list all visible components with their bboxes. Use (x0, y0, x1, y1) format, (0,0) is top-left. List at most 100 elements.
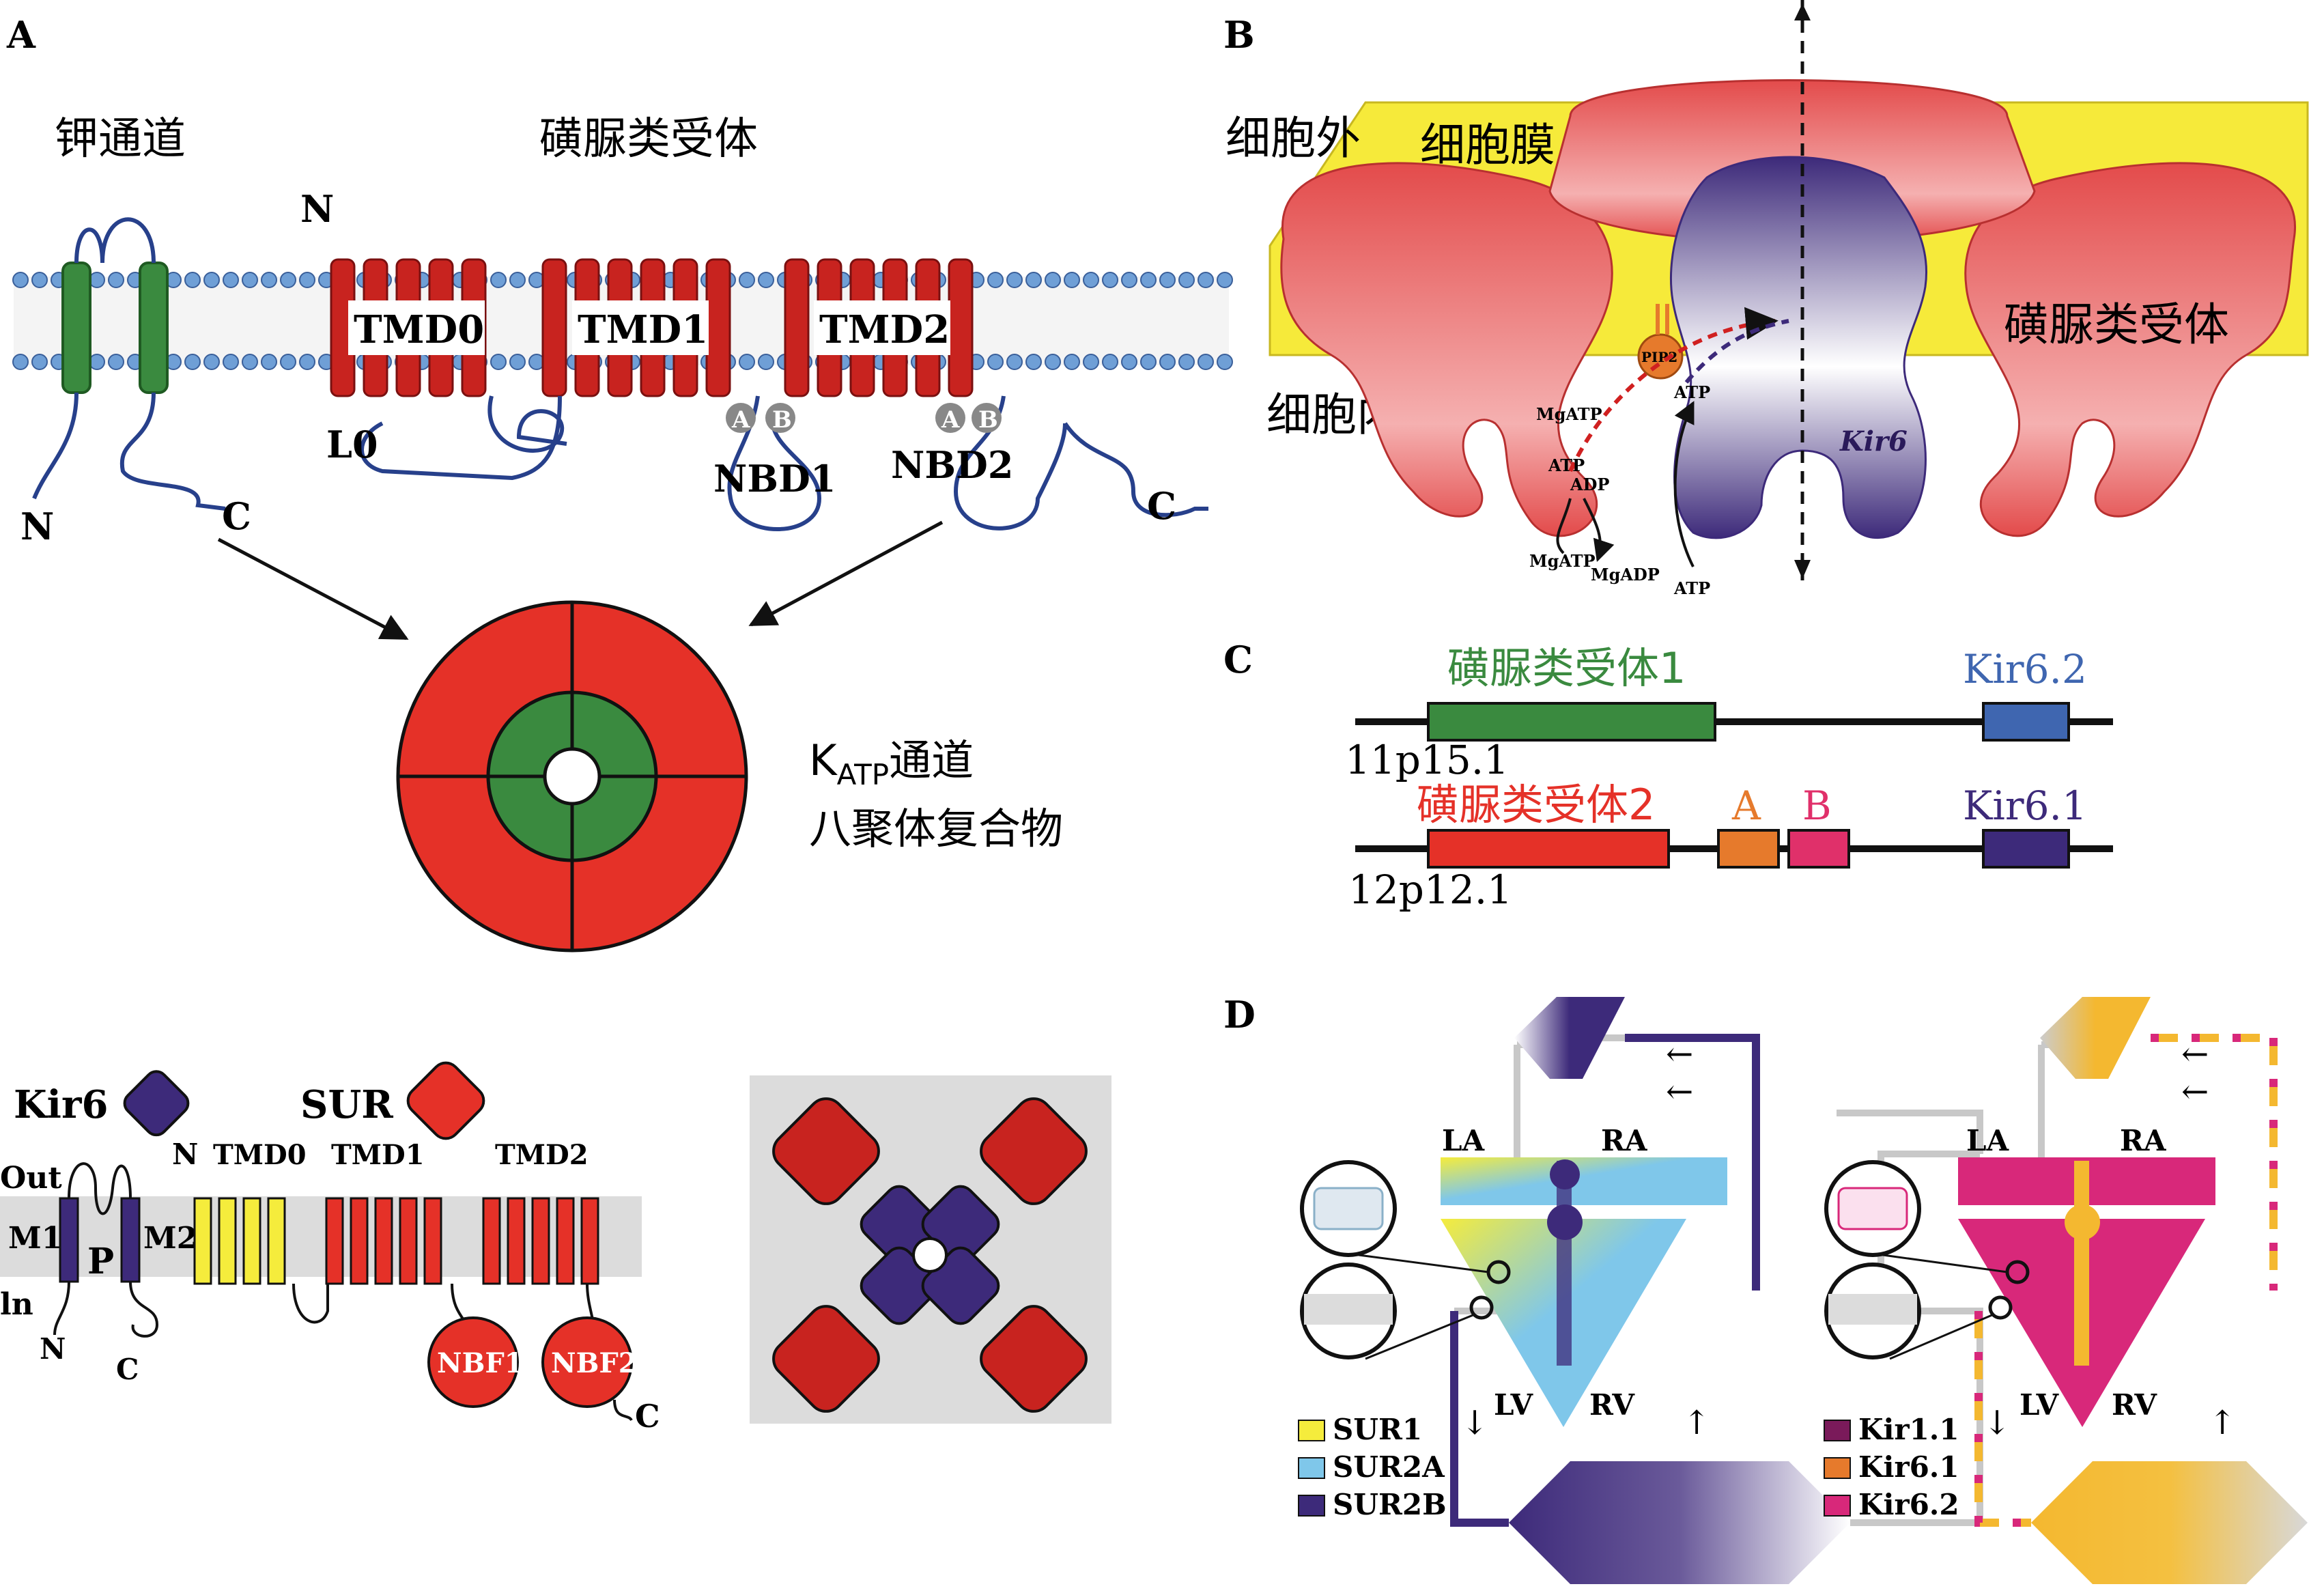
la-label-left: LA (1442, 1124, 1486, 1157)
potassium-channel-title: 钾通道 (55, 114, 186, 165)
tmd1-label: TMD1 (578, 307, 708, 352)
nucleotide-exchange-arrows (1556, 498, 1600, 560)
mgatp-label-site: MgATP (1536, 404, 1602, 424)
katp-octamer-diagram (396, 600, 748, 953)
n-terminus-sur: N (300, 187, 334, 231)
legend-kir61: Kir6.1 (1858, 1450, 1959, 1484)
kir6-key-icon (123, 1070, 190, 1137)
arrow-down-right-d: ↓ (1983, 1404, 2011, 1442)
panel-c-label: C (1223, 638, 1253, 681)
mgatp-label-out: MgATP (1529, 551, 1596, 571)
m2-label: M2 (143, 1221, 197, 1256)
sur-topology-loops (292, 1283, 595, 1332)
nbd1-sites: A B (726, 403, 795, 434)
k-channel-helices (32, 217, 226, 511)
arrow-up-left-d2: ← (1666, 1073, 1693, 1111)
nbf2-domain (541, 1316, 633, 1408)
lung-diamond-right (2040, 997, 2151, 1079)
sur-c-label: C (635, 1398, 660, 1435)
rv-label-left: RV (1589, 1388, 1635, 1422)
kir6-channel (1670, 156, 1927, 539)
arrow-left-right-d: ← (2181, 1035, 2209, 1073)
arrow-up-left-d: ← (1666, 1035, 1693, 1073)
katp-top-view (772, 1097, 1088, 1413)
kir6-n-label: N (40, 1332, 66, 1366)
atp-label-nbd: ATP (1548, 455, 1585, 475)
rv-label-right: RV (2112, 1388, 2157, 1422)
ra-label-right: RA (2120, 1124, 2167, 1157)
exon-a (1717, 829, 1780, 869)
out-label: Out (0, 1161, 62, 1196)
tmd1-lower-label: TMD1 (331, 1139, 425, 1171)
arrow-down-left-d: ↓ (1461, 1404, 1488, 1442)
atria-left (1441, 1157, 1727, 1205)
sur-lobe-right (1964, 162, 2296, 537)
nbd2-sites: A B (935, 403, 1002, 434)
pore-axis-arrowhead-bottom (1794, 560, 1811, 579)
extracellular-label: 细胞外 (1225, 112, 1361, 165)
atp-entry-arrow (1673, 401, 1695, 567)
atp-label-entry: ATP (1673, 578, 1710, 598)
sur-label-b: 磺脲类受体 (2004, 298, 2229, 351)
systemic-diamond-right (2031, 1461, 2308, 1584)
sur-lobe-left (1280, 162, 1613, 537)
nbf2-label: NBF2 (551, 1347, 638, 1379)
sur1-gene (1427, 702, 1716, 742)
l0-label: L0 (326, 423, 378, 466)
in-label: ln (0, 1287, 33, 1322)
arrow-up-right-d: ↑ (1683, 1404, 1710, 1442)
p-label: P (87, 1241, 114, 1282)
panel-a-label: A (6, 13, 36, 57)
pore-axis-arrowhead-top (1794, 3, 1811, 20)
sur-key-icon (406, 1061, 485, 1140)
blue-dashed-arrow (1684, 319, 1789, 384)
nbd1-site-a: A (731, 406, 750, 434)
nbd1-label: NBD1 (713, 457, 836, 501)
legend-right: Kir1.1 Kir6.1 Kir6.2 (1824, 1413, 1959, 1521)
kir62-gene (1982, 702, 2070, 742)
mgadp-label-out: MgADP (1591, 565, 1660, 584)
katp-channel-label: KATP通道 (809, 735, 974, 791)
sur1-label: 磺脲类受体1 (1447, 643, 1686, 693)
nbd2-label: NBD2 (891, 443, 1013, 487)
lv-label-left: LV (1494, 1388, 1534, 1422)
panel-a: A 钾通道 磺脲类受体 N C N TMD0 TMD1 TMD2 L0 A (0, 13, 1233, 1435)
legend-kir11: Kir1.1 (1858, 1413, 1959, 1446)
kir6-label-b: Kir6 (1839, 425, 1908, 457)
kir61-label: Kir6.1 (1963, 783, 2087, 829)
sur2-gene (1427, 829, 1670, 869)
exon-a-label: A (1731, 783, 1761, 829)
tmd2-lower-label: TMD2 (495, 1139, 589, 1171)
panel-b: B 细胞外 细胞膜 细胞内 磺脲类受体 Kir6 PIP2 ATP ATP Mg… (1223, 0, 2309, 598)
sur-title: 磺脲类受体 (539, 114, 758, 165)
kir6-topology (53, 1162, 159, 1338)
arrow-to-octamer-left (217, 537, 409, 640)
c-terminus-k: C (222, 494, 251, 538)
systemic-diamond-left (1509, 1461, 1850, 1584)
membrane-label: 细胞膜 (1420, 119, 1555, 171)
heart-right: LA RA LV RV ← ← ↓ ↑ (1824, 997, 2308, 1584)
lung-diamond-left (1514, 997, 1625, 1079)
heart-left: LA RA LV RV ← ← ↓ ↑ (1300, 997, 1983, 1584)
legend-sur2a: SUR2A (1333, 1450, 1445, 1484)
panel-d: D LA RA LV RV ← ← ↓ (1223, 993, 2308, 1584)
sur-cytoplasmic-loops (360, 395, 1208, 531)
pip2-molecule (1637, 333, 1684, 380)
nbd2-site-a: A (941, 406, 960, 434)
ra-label-left: RA (1601, 1124, 1648, 1157)
legend-kir62: Kir6.2 (1858, 1488, 1959, 1521)
atp-label-site: ATP (1673, 382, 1710, 402)
kir62-label: Kir6.2 (1963, 646, 2087, 692)
sur-key-label: SUR (300, 1082, 393, 1127)
sur-topology-helices (193, 1197, 599, 1285)
legend-sur1: SUR1 (1333, 1413, 1422, 1446)
nbf2-tail (613, 1399, 633, 1422)
arrow-up-right-d2: ↑ (2209, 1404, 2236, 1442)
panel-c: C 磺脲类受体1 Kir6.2 11p15.1 磺脲类受体2 A B Kir6.… (1223, 638, 2113, 913)
kir6-c-label: C (116, 1353, 139, 1386)
exon-b (1787, 829, 1850, 869)
nbd2-site-b: B (978, 406, 998, 434)
exon-b-label: B (1802, 783, 1832, 829)
tmd0-label: TMD0 (354, 307, 484, 352)
